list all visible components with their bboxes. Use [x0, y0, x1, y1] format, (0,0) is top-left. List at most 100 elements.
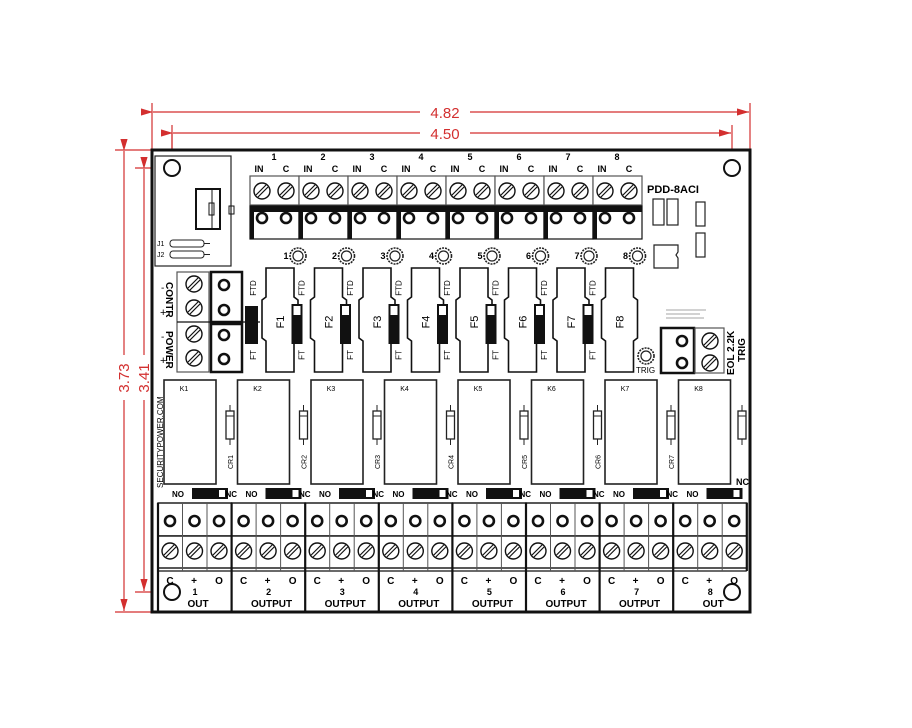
- fuse-label: F5: [469, 316, 481, 329]
- input-number: 6: [516, 152, 521, 162]
- power-label: POWER: [163, 331, 174, 370]
- jumper-j1-label: J1: [157, 241, 165, 248]
- screw-icon: [210, 542, 228, 560]
- screw-icon: [627, 542, 645, 560]
- ftd-label: FTD: [298, 280, 307, 296]
- nc-label: NC: [593, 490, 605, 499]
- plus-sign: +: [160, 355, 166, 367]
- ftd-label: FTD: [249, 280, 258, 296]
- no-nc-jumper[interactable]: [559, 488, 596, 499]
- screw-icon: [596, 182, 614, 200]
- output-number: 2: [266, 587, 271, 597]
- input-number: 7: [565, 152, 570, 162]
- output-plus-label: +: [265, 576, 271, 587]
- ftd-jumper[interactable]: [340, 304, 351, 344]
- output-c-label: C: [461, 576, 468, 587]
- no-nc-jumper[interactable]: [633, 488, 669, 499]
- diode-label: CR5: [522, 455, 529, 469]
- minus-sign: -: [161, 283, 164, 294]
- led-number: 2: [332, 251, 337, 261]
- no-nc-jumper[interactable]: [265, 488, 302, 499]
- output-terminal-strip: C+O1OUTC+O2OUTPUTC+O3OUTPUTC+O4OUTPUTC+O…: [156, 502, 748, 612]
- led-number: 7: [574, 251, 579, 261]
- fuse-label: F1: [275, 316, 287, 329]
- screw-icon: [375, 182, 393, 200]
- input-in-label: IN: [353, 164, 362, 174]
- output-number: 6: [560, 587, 565, 597]
- no-nc-jumper[interactable]: [339, 488, 375, 499]
- screw-icon: [498, 182, 516, 200]
- fuse-label: F4: [421, 316, 433, 329]
- screw-icon: [302, 182, 320, 200]
- output-label: OUT: [703, 599, 724, 610]
- power-terminal-block: [176, 270, 260, 374]
- input-number: 4: [418, 152, 423, 162]
- ftd-jumper[interactable]: [582, 304, 594, 344]
- ftd-label: FTD: [443, 280, 452, 296]
- no-nc-jumper[interactable]: [486, 488, 522, 499]
- nc-label: NC: [520, 490, 532, 499]
- output-plus-label: +: [485, 576, 491, 587]
- ftd-jumper[interactable]: [437, 304, 448, 344]
- screw-icon: [449, 182, 467, 200]
- plus-sign: +: [160, 307, 166, 319]
- ftd-jumper[interactable]: [388, 304, 400, 344]
- no-nc-jumper[interactable]: [192, 488, 228, 499]
- output-label: OUTPUT: [398, 599, 439, 610]
- no-nc-jumper[interactable]: [412, 488, 449, 499]
- ft-label: FT: [492, 350, 501, 360]
- relay-label: K2: [253, 386, 262, 393]
- screw-icon: [529, 542, 547, 560]
- led-icon: [580, 247, 598, 265]
- ft-label: FT: [540, 350, 549, 360]
- input-number: 1: [271, 152, 276, 162]
- output-o-label: O: [657, 576, 665, 587]
- input-c-label: C: [528, 164, 535, 174]
- screw-icon: [406, 542, 424, 560]
- screw-icon: [547, 182, 565, 200]
- ftd-label: FTD: [346, 280, 355, 296]
- input-c-label: C: [479, 164, 486, 174]
- ftd-jumper[interactable]: [485, 304, 497, 344]
- relay-label: K8: [694, 386, 703, 393]
- ftd-jumper[interactable]: [534, 304, 545, 344]
- led-number: 3: [380, 251, 385, 261]
- input-c-label: C: [626, 164, 633, 174]
- ftd-label: FTD: [589, 280, 598, 296]
- input-c-label: C: [430, 164, 437, 174]
- fuse-label: F6: [518, 316, 530, 329]
- output-o-label: O: [362, 576, 370, 587]
- ftd-jumper[interactable]: [291, 304, 303, 344]
- relay-label: K3: [327, 386, 336, 393]
- output-c-label: C: [314, 576, 321, 587]
- input-in-label: IN: [451, 164, 460, 174]
- screw-icon: [480, 542, 498, 560]
- dim-outer-width: 4.82: [430, 105, 459, 122]
- led-number: 4: [429, 251, 434, 261]
- no-nc-jumper[interactable]: [706, 488, 743, 499]
- diode-label: CR6: [596, 455, 603, 469]
- screw-icon: [571, 182, 589, 200]
- screw-icon: [455, 542, 474, 560]
- ftd-label: FTD: [492, 280, 501, 296]
- output-o-label: O: [436, 576, 444, 587]
- screw-icon: [326, 182, 344, 200]
- screw-icon: [234, 542, 253, 560]
- jumper-j2-label: J2: [157, 252, 165, 259]
- ft-label: FT: [249, 350, 258, 360]
- output-number: 5: [487, 587, 492, 597]
